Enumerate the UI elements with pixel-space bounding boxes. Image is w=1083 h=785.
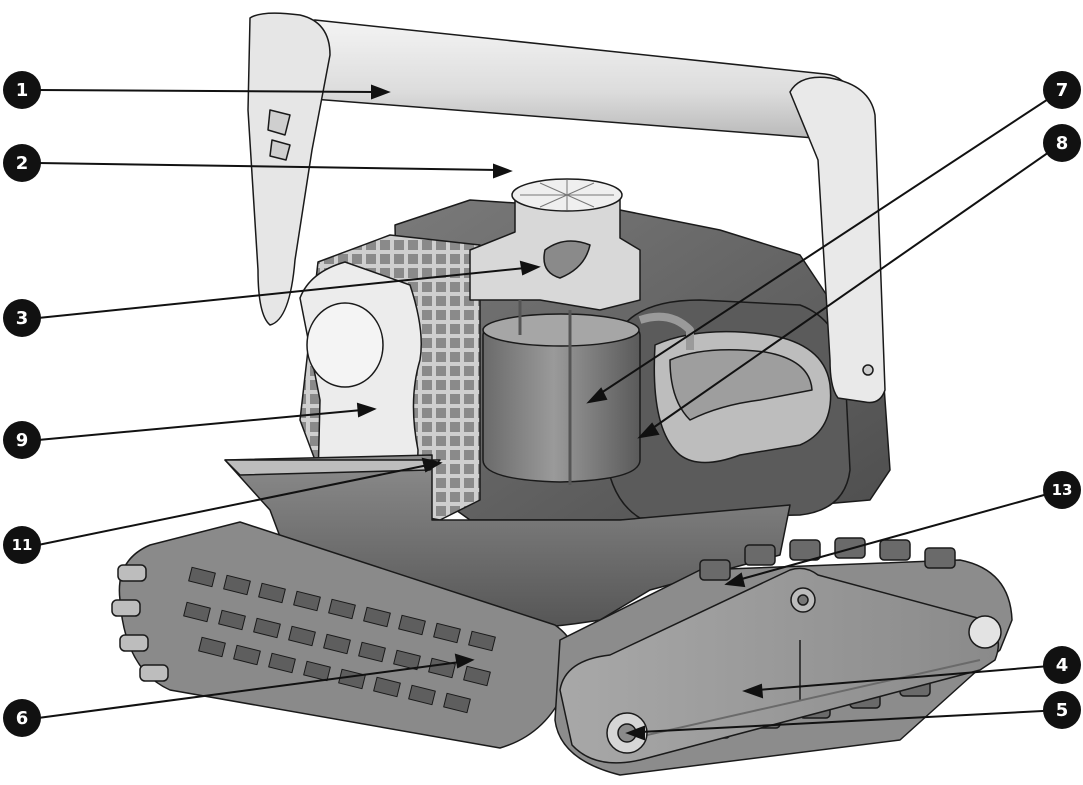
callout-markers: 1 2 3 7 8 9 11 13 [3, 71, 1081, 737]
leader-2 [37, 162, 499, 171]
rear-wheel-hub [968, 615, 1002, 649]
arrowhead-4 [742, 683, 764, 699]
callout-4-label: 4 [1056, 655, 1069, 676]
callout-6-label: 6 [16, 708, 29, 729]
handle-right-arm [789, 76, 886, 404]
handle-bar [285, 19, 855, 141]
leader-9 [37, 409, 363, 441]
callout-7: 7 [1043, 71, 1081, 109]
arrowhead-5 [625, 725, 645, 741]
arrowhead-9 [356, 402, 377, 418]
callout-2-label: 2 [16, 153, 29, 174]
arrowhead-13 [724, 572, 746, 588]
leader-7 [597, 89, 1063, 396]
leader-lines [37, 84, 1063, 741]
callout-3-label: 3 [16, 308, 29, 329]
arrowhead-7 [586, 387, 608, 404]
leader-6 [37, 661, 461, 719]
leader-1 [37, 89, 376, 93]
callout-11: 11 [3, 526, 41, 564]
callout-11-label: 11 [12, 536, 33, 554]
callout-9-label: 9 [16, 430, 29, 451]
callout-13-label: 13 [1052, 481, 1073, 499]
arrowhead-6 [454, 653, 475, 669]
callout-13: 13 [1043, 471, 1081, 509]
leader-11 [37, 464, 429, 546]
arrowhead-2 [493, 163, 513, 179]
arrowhead-1 [371, 84, 391, 100]
callout-4: 4 [1043, 646, 1081, 684]
callout-7-label: 7 [1056, 80, 1069, 101]
callout-1: 1 [3, 71, 41, 109]
callout-1-label: 1 [16, 80, 29, 101]
arrowhead-8 [637, 422, 660, 439]
callout-8-label: 8 [1056, 133, 1069, 154]
arrowhead-11 [421, 457, 443, 473]
leader-4 [757, 664, 1063, 691]
leader-13 [737, 489, 1063, 581]
leader-5 [639, 709, 1063, 733]
callout-5: 5 [1043, 691, 1081, 729]
leader-3 [37, 267, 526, 319]
callout-9: 9 [3, 421, 41, 459]
callout-5-label: 5 [1056, 700, 1069, 721]
callout-3: 3 [3, 299, 41, 337]
robot-illustration [111, 12, 1013, 776]
callout-6: 6 [3, 699, 41, 737]
impeller-blade [543, 240, 591, 279]
callout-8: 8 [1043, 124, 1081, 162]
arrowhead-3 [519, 260, 541, 276]
callout-2: 2 [3, 144, 41, 182]
leader-8 [649, 142, 1063, 431]
